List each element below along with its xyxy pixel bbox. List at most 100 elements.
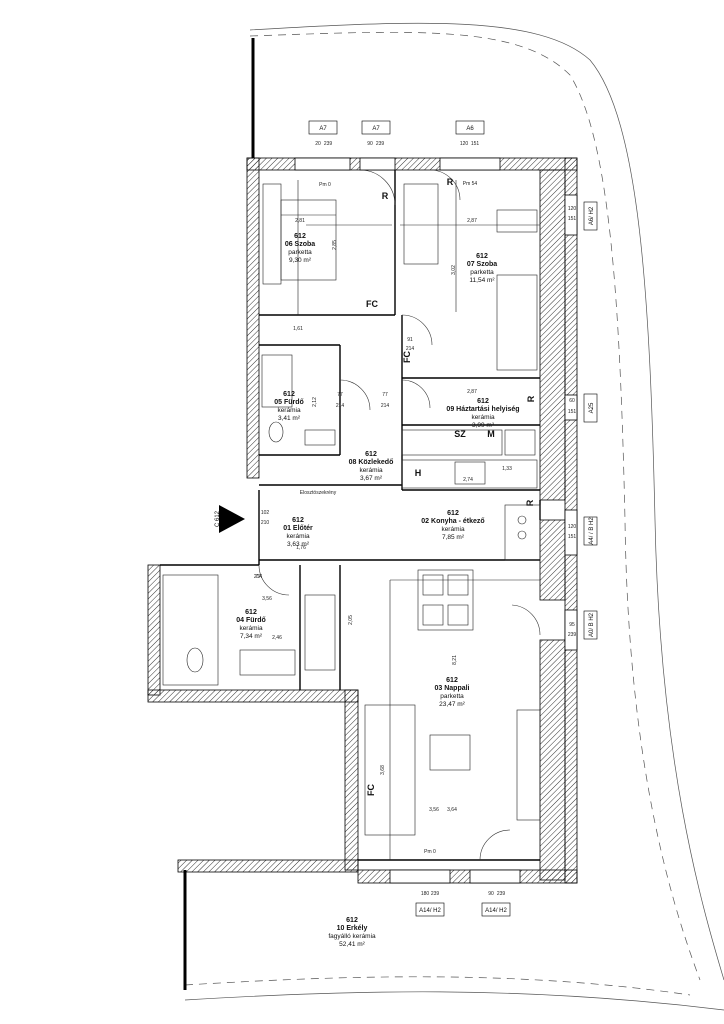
room-name: 07 Szoba — [467, 261, 497, 268]
dimension-label: 2,87 — [467, 218, 477, 224]
window-tag-label: A25 — [589, 402, 595, 413]
window-tag-box — [583, 610, 598, 640]
window-tag: A14/ H2 — [481, 902, 511, 917]
window-tag-label: A6/ H2 — [589, 206, 595, 225]
window-tag-label: A0/ B H2 — [589, 612, 595, 637]
room-num: 612 — [476, 253, 488, 260]
plan-note: 180 — [421, 891, 430, 897]
window-tag-label: A14/ H2 — [419, 908, 441, 914]
window-tag-label: A6 — [466, 126, 474, 132]
room-material: parketta — [440, 693, 464, 700]
fixture-marker: FC — [366, 299, 378, 309]
dimension-label: 2,46 — [272, 635, 282, 641]
room-name: 02 Konyha - étkező — [421, 518, 484, 525]
room-area: 3,41 m² — [278, 415, 301, 422]
room-area: 3,67 m² — [360, 475, 383, 482]
dimension-label: 210 — [261, 520, 270, 526]
plan-note: 239 — [431, 891, 440, 897]
plan-note: 239 — [497, 891, 506, 897]
plan-note: 151 — [471, 141, 480, 147]
dimension-label: 2,81 — [295, 218, 305, 224]
dimension-label: 2,05 — [348, 615, 354, 625]
plan-note: 120 — [568, 206, 577, 212]
window-tag-box — [455, 120, 485, 135]
dimension-label: 102 — [261, 510, 270, 516]
plan-note: 90 — [488, 891, 494, 897]
room-material: kerámia — [239, 625, 263, 632]
room-num: 612 — [477, 398, 489, 405]
room-name: 01 Előtér — [283, 525, 313, 532]
dimension-label: 1,76 — [296, 545, 306, 551]
fixture-marker: R — [447, 177, 454, 187]
room-material: parketta — [288, 249, 312, 256]
room-num: 612 — [346, 917, 358, 924]
dimension-label: 3,02 — [451, 265, 457, 275]
furniture — [162, 180, 541, 860]
section-marker: C 612 — [215, 505, 245, 533]
plan-note: Elosztószekrény — [300, 490, 337, 496]
fixture-marker: H — [415, 468, 422, 478]
fixture-marker: R — [525, 499, 535, 506]
plan-note: 20 — [315, 141, 321, 147]
room-material: kerámia — [277, 407, 301, 414]
dimension-label: 3,56 — [262, 596, 272, 602]
room-name: 06 Szoba — [285, 241, 315, 248]
window-tag: A6/ H2 — [583, 201, 598, 231]
window-tag: A7 — [308, 120, 338, 135]
room-material: kerámia — [359, 467, 383, 474]
fixture-marker: M — [487, 429, 495, 439]
doors — [258, 169, 541, 861]
property-lines — [183, 38, 255, 990]
dimension-label: 2,85 — [332, 240, 338, 250]
plan-note: Pm 0 — [319, 182, 331, 188]
window-tag: A0/ B H2 — [583, 610, 598, 640]
plan-note: 120 — [568, 524, 577, 530]
window-tag-box — [361, 120, 391, 135]
fixture-marker: R — [382, 191, 389, 201]
room-num: 612 — [292, 517, 304, 524]
window-tag-label: A14/ H2 — [485, 908, 507, 914]
fixture-marker: FC — [366, 784, 376, 796]
dimension-label: 1,61 — [293, 326, 303, 332]
dimension-label: 3,68 — [380, 765, 386, 775]
plan-note: 90 — [367, 141, 373, 147]
dimension-label: 2,74 — [463, 477, 473, 483]
room-area: 23,47 m² — [439, 701, 465, 708]
windows — [294, 157, 578, 884]
door-label: 77 — [337, 392, 343, 398]
window-tag-box — [481, 902, 511, 917]
room-material: parketta — [470, 269, 494, 276]
plan-note: 239 — [324, 141, 333, 147]
interior-walls — [160, 170, 541, 861]
room-area: 52,41 m² — [339, 941, 365, 948]
plan-note: Pm 54 — [463, 181, 478, 187]
room-name: 08 Közlekedő — [349, 459, 394, 466]
room-area: 7,85 m² — [442, 534, 465, 541]
window-tag-box — [583, 201, 598, 231]
room-area: 3,99 m² — [472, 422, 495, 429]
window-tag-label: A4/ / B H2 — [589, 517, 595, 545]
room-name: 09 Háztartási helyiség — [446, 406, 519, 413]
dimension-label: 2,12 — [312, 397, 318, 407]
door-label: 77 — [382, 392, 388, 398]
room-material: kerámia — [471, 414, 495, 421]
plan-note: 239 — [568, 632, 577, 638]
room-num: 612 — [283, 391, 295, 398]
room-name: 03 Nappali — [434, 685, 469, 692]
room-area: 9,30 m² — [289, 257, 312, 264]
room-num: 612 — [294, 233, 306, 240]
plan-note: 239 — [376, 141, 385, 147]
room-num: 612 — [365, 451, 377, 458]
window-tag: A6 — [455, 120, 485, 135]
